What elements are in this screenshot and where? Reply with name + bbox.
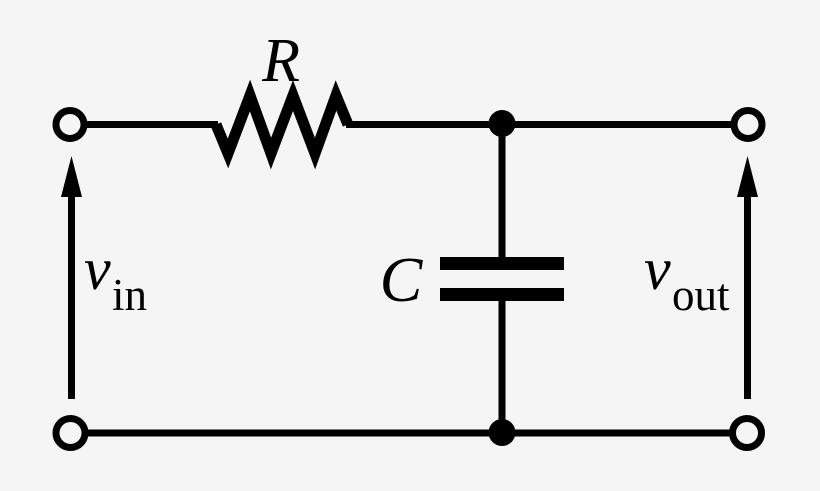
- vout-arrowhead-icon: [737, 156, 758, 197]
- capacitor-symbol: [440, 257, 564, 301]
- vout-subscript: out: [672, 270, 730, 320]
- vin-arrowhead-icon: [61, 156, 82, 197]
- capacitor-label: C: [380, 244, 424, 315]
- junction-dot-bottom: [488, 419, 516, 446]
- input-terminal-top: [52, 107, 88, 142]
- vout-label: v out: [644, 236, 730, 320]
- resistor-label: R: [261, 27, 300, 95]
- input-terminal-bottom: [52, 415, 89, 451]
- vin-subscript: in: [112, 270, 147, 320]
- output-terminal-bottom: [729, 415, 765, 451]
- junction-dot-top: [488, 110, 516, 137]
- output-voltage-arrow: [737, 156, 758, 399]
- vin-symbol: v: [84, 236, 111, 302]
- input-voltage-arrow: [61, 156, 82, 399]
- resistor-symbol: [210, 79, 354, 170]
- vin-label: v in: [84, 236, 147, 320]
- vout-symbol: v: [644, 236, 671, 302]
- output-terminal-top: [730, 107, 766, 142]
